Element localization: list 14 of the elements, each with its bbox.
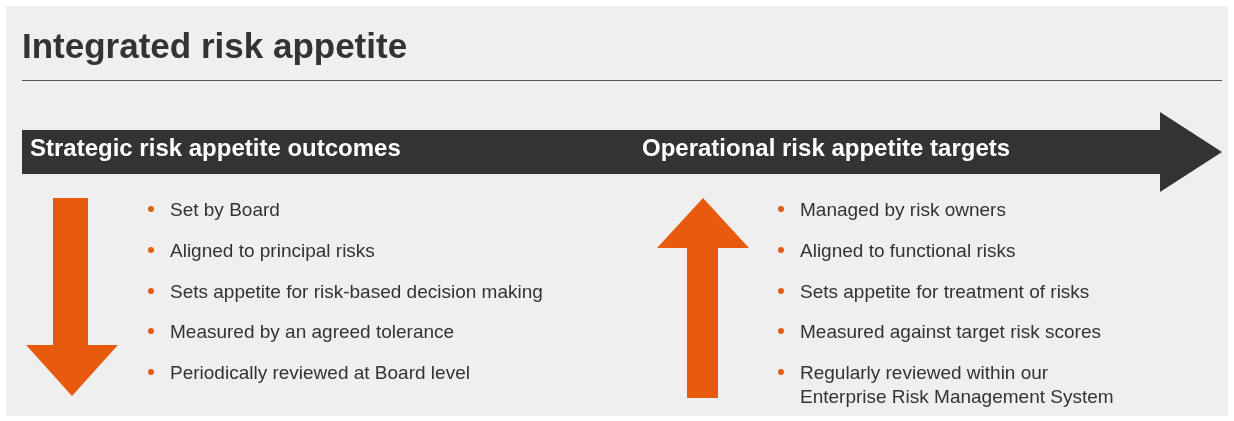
arrow-banner: [22, 112, 1222, 192]
bullet-text: Regularly reviewed within our Enterprise Risk Management System: [800, 361, 1115, 410]
bullet-text: Aligned to functional risks: [800, 238, 1016, 263]
bullet-text: Sets appetite for treatment of risks: [800, 279, 1090, 304]
bullet-text: Measured against target risk scores: [800, 320, 1101, 345]
bullet-text: Sets appetite for risk-based decision making: [170, 279, 543, 304]
title: Integrated risk appetite: [22, 26, 408, 66]
bullet-text: Aligned to principal risks: [170, 238, 375, 263]
heading: Operational risk appetite targets: [642, 134, 1011, 162]
heading: Strategic risk appetite outcomes: [30, 134, 401, 162]
bullet-text: Measured by an agreed tolerance: [170, 320, 455, 345]
bullet-text: Set by Board: [170, 198, 280, 222]
bullet-text: Periodically reviewed at Board level: [170, 361, 470, 386]
bullet-text: Managed by risk owners: [800, 198, 1006, 222]
